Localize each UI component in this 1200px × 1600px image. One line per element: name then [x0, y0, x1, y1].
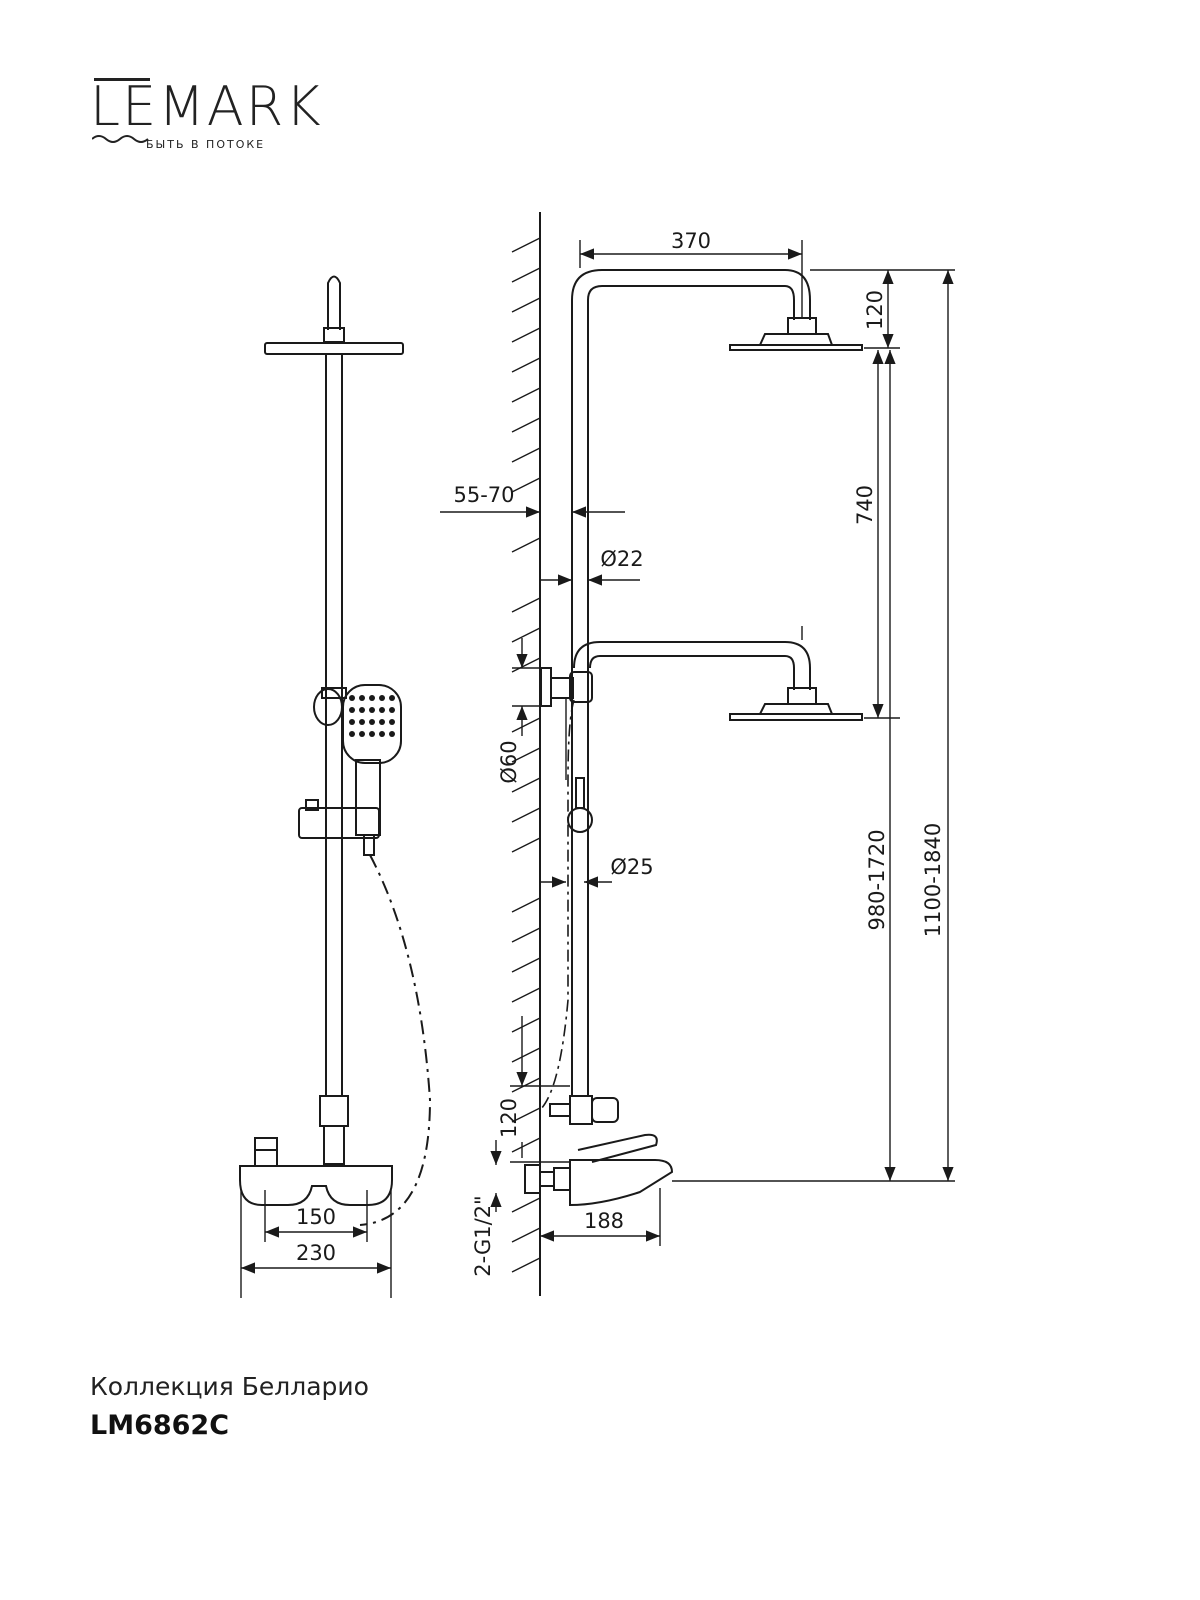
front-dimensions — [240, 1190, 392, 1298]
front-view — [239, 275, 432, 1226]
dim-d22: Ø22 — [600, 547, 643, 571]
collection-name: Коллекция Белларио — [90, 1372, 369, 1401]
dim-980-1720: 980-1720 — [865, 829, 889, 930]
dim-120-lower: 120 — [497, 1098, 521, 1138]
dim-150: 150 — [296, 1205, 336, 1229]
dim-1100-1840: 1100-1840 — [921, 823, 945, 937]
brand-name: LEMARK — [90, 75, 323, 138]
dim-55-70: 55-70 — [453, 483, 514, 507]
wall-hatching — [511, 237, 541, 1273]
brand-logo: LEMARK БЫТЬ В ПОТОКЕ — [90, 72, 340, 162]
dim-120-top: 120 — [863, 290, 887, 330]
model-number: LM6862C — [90, 1410, 230, 1441]
side-dimensions — [440, 240, 955, 1246]
dim-230: 230 — [296, 1241, 336, 1265]
nozzle-dots — [349, 695, 395, 737]
wall — [511, 212, 541, 1296]
brand-tagline: БЫТЬ В ПОТОКЕ — [146, 138, 266, 151]
dim-188: 188 — [584, 1209, 624, 1233]
wave-icon — [92, 135, 149, 143]
dim-d60: Ø60 — [497, 740, 521, 783]
logo-overline — [94, 78, 150, 81]
dim-thread: 2-G1/2" — [471, 1195, 495, 1276]
dim-740: 740 — [853, 485, 877, 525]
dim-d25: Ø25 — [610, 855, 653, 879]
dim-370: 370 — [671, 229, 711, 253]
side-view — [524, 269, 863, 1207]
